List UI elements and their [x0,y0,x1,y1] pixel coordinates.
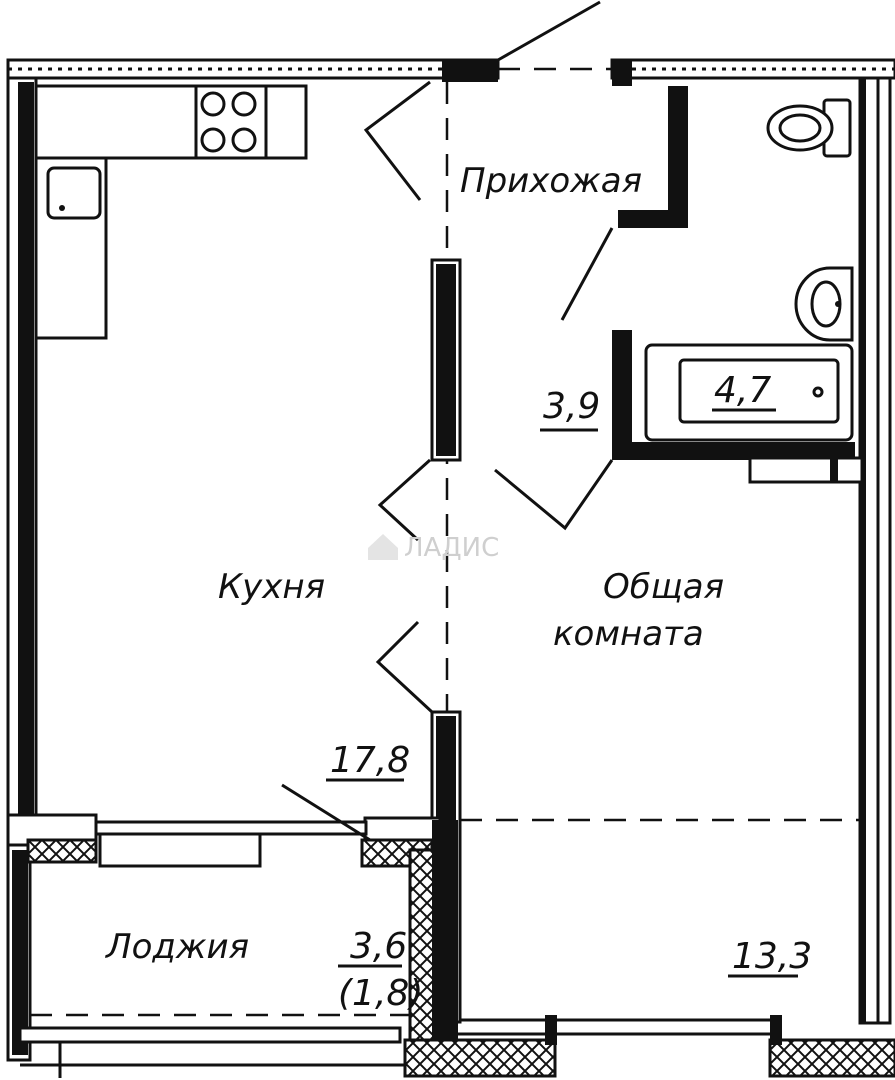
washbasin-icon [794,266,854,342]
watermark-logo: ЛАДИС [368,533,499,563]
doors [281,80,614,842]
kitchen-sink-icon [46,166,102,220]
entrance-door [497,0,601,62]
toilet-icon [766,98,852,158]
living-name-line2: комната [553,614,704,654]
bottom-wall [18,1026,402,1044]
hallway-name: Прихожая [460,161,642,201]
stove-icon [200,91,257,153]
kitchen-name: Кухня [218,567,325,607]
living-name-line1: Общая [603,567,724,607]
outer-walls [6,58,895,1078]
internal-walls [6,82,864,1042]
living-area: 13,3 [732,936,812,977]
loggia-name: Лоджия [104,927,249,967]
bathtub-icon [644,343,854,442]
hallway-area: 3,9 [543,386,600,427]
watermark-text: ЛАДИС [404,533,499,563]
bathroom-area: 4,7 [714,370,771,411]
loggia-area: 3,6 [350,926,407,967]
loggia-area-reduced: (1,8) [338,973,423,1014]
kitchen-area: 17,8 [330,740,410,781]
